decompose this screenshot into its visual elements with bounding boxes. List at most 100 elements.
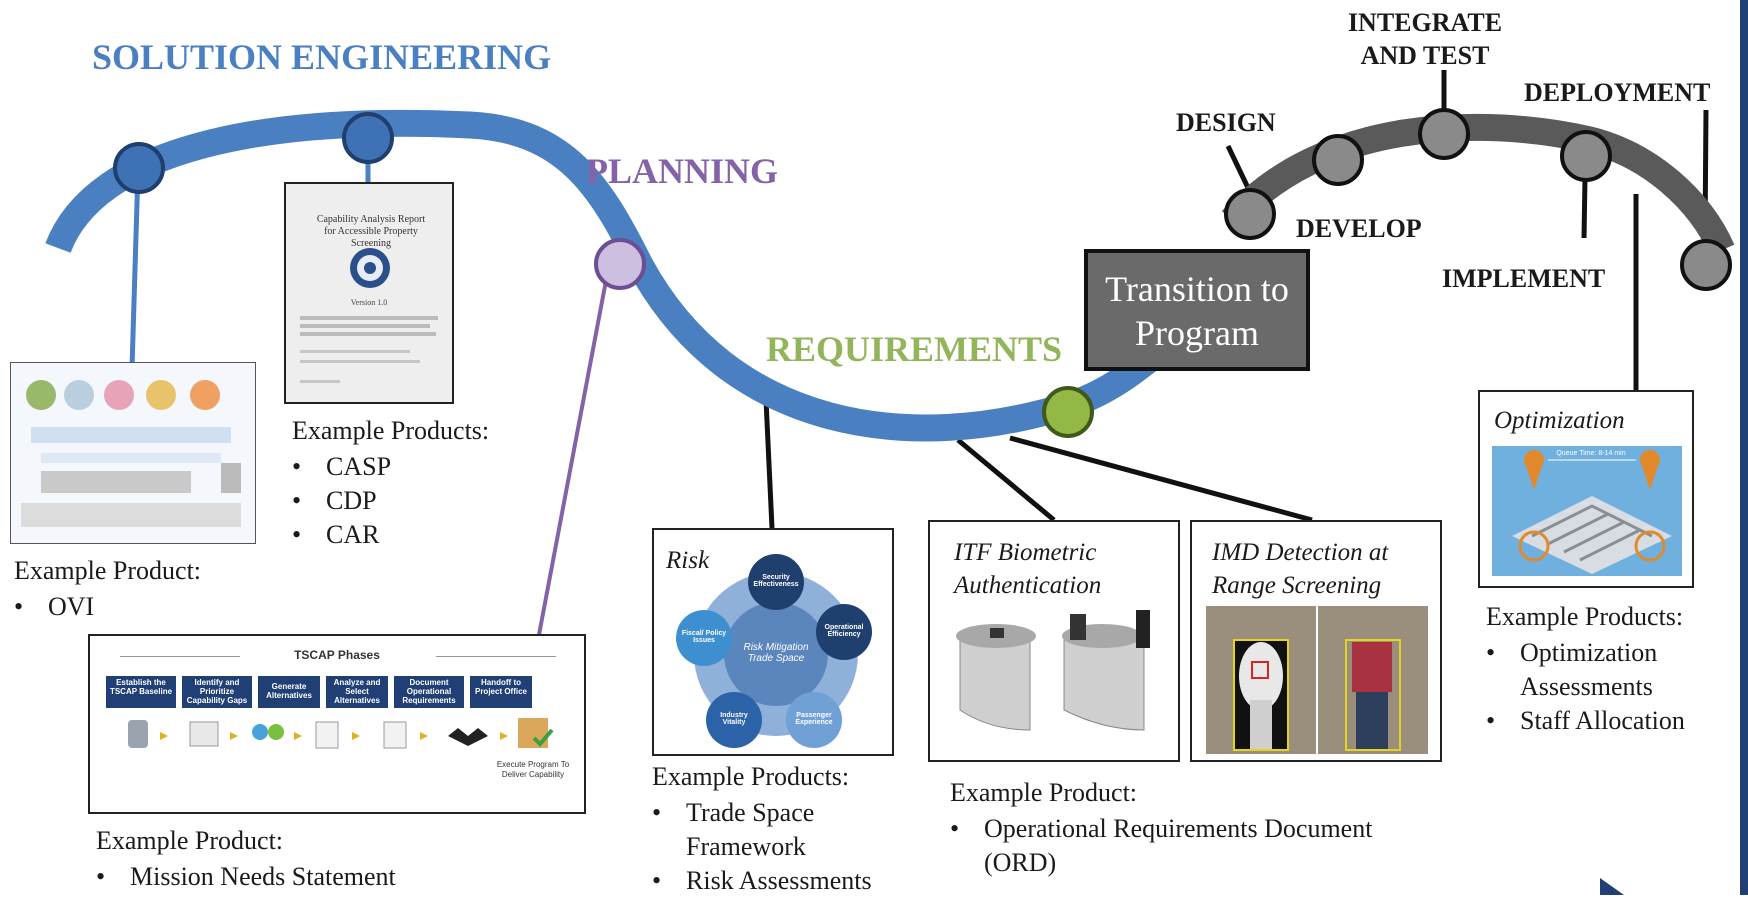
- car-doc-title: Capability Analysis Report for Accessibl…: [306, 214, 436, 250]
- risk-title: Risk: [666, 547, 710, 574]
- optimization-item-assessments: Optimization Assessments: [1486, 636, 1716, 704]
- ovi-graphic: [11, 363, 255, 543]
- queue-graphic: [1492, 446, 1682, 576]
- car-doc-line2: for Accessible Property Screening: [324, 226, 418, 249]
- optimization-heading: Example Products:: [1486, 602, 1684, 631]
- optimization-title: Optimization: [1494, 407, 1625, 434]
- node-develop: [1312, 134, 1364, 186]
- tscap-phase-6: Handoff to Project Office: [470, 676, 532, 708]
- slide-edge-bar: [1740, 0, 1748, 895]
- car-list: CASP CDP CAR: [292, 450, 391, 552]
- ord-heading: Example Product:: [950, 778, 1138, 807]
- transition-to-program-box: Transition to Program: [1084, 249, 1310, 371]
- risk-center-label: Risk Mitigation Trade Space: [743, 642, 809, 664]
- optimization-queue-label: Queue Time: 8-14 min: [1556, 450, 1626, 457]
- ovi-item: OVI: [14, 590, 94, 624]
- risk-list: Trade Space Framework Risk Assessments: [652, 796, 902, 898]
- design-label: DESIGN: [1176, 108, 1276, 137]
- handshake-icon: [448, 728, 488, 746]
- car-document: Capability Analysis Report for Accessibl…: [284, 182, 454, 404]
- risk-item-assessments: Risk Assessments: [652, 864, 902, 898]
- risk-industry-label: Industry Vitality: [720, 712, 748, 726]
- tscap-phase-5: Document Operational Requirements: [394, 676, 464, 708]
- risk-node-passenger: [786, 692, 842, 748]
- ovi-image: [10, 362, 256, 544]
- node-requirements: [1042, 386, 1094, 438]
- car-doc-line1: Capability Analysis Report: [316, 214, 426, 225]
- leader-design: [1225, 144, 1253, 194]
- ovi-list: OVI: [14, 590, 94, 624]
- car-item-cdp: CDP: [292, 484, 391, 518]
- biometric-gate-graphic: [956, 610, 1150, 731]
- integrate-label: INTEGRATE AND TEST: [1347, 8, 1503, 70]
- imd-title: IMD Detection at Range Screening: [1212, 539, 1389, 599]
- location-pin-icon-2: [1640, 450, 1660, 490]
- requirements-title: REQUIREMENTS: [766, 329, 1063, 369]
- seal-icon: [350, 248, 390, 288]
- document-edit-icon: [315, 721, 339, 749]
- node-integrate: [1418, 108, 1470, 160]
- risk-panel: Risk Security Effectiveness Operational …: [652, 528, 894, 756]
- risk-passenger-label: Passenger Experience: [795, 712, 833, 726]
- node-planning: [594, 238, 646, 290]
- tscap-execute: Execute Program To Deliver Capability: [496, 760, 570, 779]
- document-icon: [383, 721, 407, 749]
- tscap-icons: [128, 718, 554, 749]
- risk-operational-label: Operational Efficiency: [824, 624, 864, 638]
- tscap-item: Mission Needs Statement: [96, 860, 396, 894]
- planning-title: PLANNING: [586, 151, 779, 191]
- deployment-label: DEPLOYMENT: [1524, 78, 1711, 107]
- risk-security-label: Security Effectiveness: [753, 574, 799, 588]
- optimization-item-staff: Staff Allocation: [1486, 704, 1716, 738]
- imd-screening-graphic: [1206, 606, 1428, 754]
- checklist-icon: [189, 721, 219, 747]
- tscap-phase-1: Establish the TSCAP Baseline: [106, 676, 176, 708]
- node-implement: [1560, 130, 1612, 182]
- risk-node-industry: [706, 692, 762, 748]
- leader-implement: [1581, 177, 1588, 239]
- risk-node-operational: [816, 604, 872, 660]
- ovi-heading: Example Product:: [14, 556, 202, 585]
- car-doc-version: Version 1.0: [350, 298, 388, 307]
- optimization-list: Optimization Assessments Staff Allocatio…: [1486, 636, 1716, 738]
- implement-label: IMPLEMENT: [1442, 264, 1606, 293]
- tscap-heading: Example Product:: [96, 826, 284, 855]
- solution-engineering-title: SOLUTION ENGINEERING: [92, 37, 552, 77]
- tscap-phase-2: Identify and Prioritize Capability Gaps: [182, 676, 252, 708]
- connector-ovi: [129, 169, 141, 369]
- tscap-title: TSCAP Phases: [294, 648, 380, 662]
- risk-fiscal-label: Fiscal/ Policy Issues: [681, 630, 727, 644]
- location-pin-icon: [1524, 450, 1544, 490]
- optimization-panel: Optimization Queue Time: 8-14 min: [1478, 390, 1694, 588]
- tscap-phase-4: Analyze and Select Alternatives: [326, 676, 388, 708]
- risk-node-security: [748, 554, 804, 610]
- car-item-casp: CASP: [292, 450, 391, 484]
- risk-heading: Example Products:: [652, 762, 850, 791]
- connector-tscap: [536, 269, 610, 641]
- car-item-car: CAR: [292, 518, 391, 552]
- node-car: [342, 112, 394, 164]
- risk-item-trade-space: Trade Space Framework: [652, 796, 902, 864]
- connector-imd: [1009, 435, 1313, 523]
- itf-title: ITF Biometric Authentication: [954, 539, 1102, 599]
- tscap-panel: TSCAP Phases Establish the TSCAP Baselin…: [88, 634, 586, 814]
- car-heading: Example Products:: [292, 416, 490, 445]
- ord-list: Operational Requirements Document (ORD): [950, 812, 1430, 880]
- people-icon: [252, 724, 268, 740]
- connector-risk: [763, 399, 775, 529]
- risk-wheel: [676, 554, 872, 748]
- risk-node-fiscal: [676, 610, 732, 666]
- corner-triangle-icon: [1600, 878, 1624, 895]
- itf-panel: ITF Biometric Authentication: [928, 520, 1180, 762]
- tscap-list: Mission Needs Statement: [96, 860, 396, 894]
- ord-item: Operational Requirements Document (ORD): [950, 812, 1430, 880]
- package-icon: [518, 718, 548, 748]
- database-icon: [128, 720, 148, 748]
- develop-label: DEVELOP: [1296, 214, 1422, 243]
- node-ovi: [113, 142, 165, 194]
- node-design: [1224, 188, 1276, 240]
- imd-panel: IMD Detection at Range Screening: [1190, 520, 1442, 762]
- connector-itf: [956, 438, 1056, 522]
- node-deployment: [1680, 239, 1732, 291]
